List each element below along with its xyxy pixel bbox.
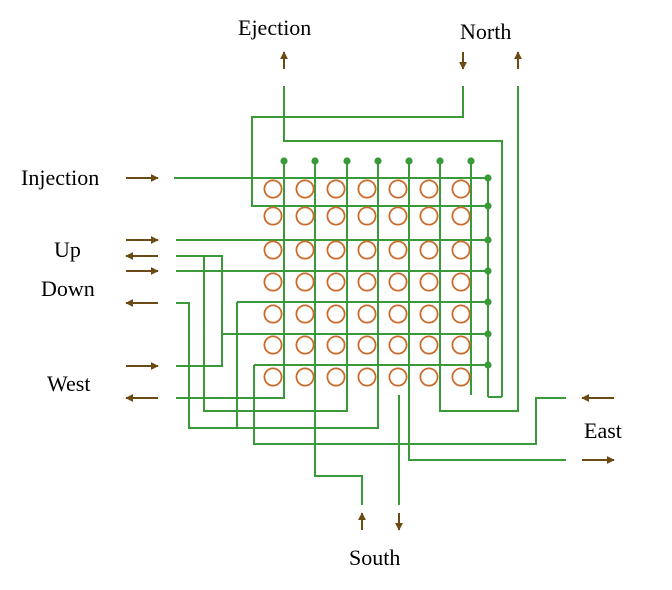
- crosspoint-ring: [295, 367, 315, 387]
- row-tap-dot: [484, 298, 492, 306]
- column-tap-dot: [311, 157, 319, 165]
- crosspoint-ring: [357, 179, 377, 199]
- crosspoint-ring: [451, 206, 471, 226]
- column-tap-dot: [436, 157, 444, 165]
- crossbar-wires: [174, 86, 566, 505]
- crosspoint-ring: [388, 179, 408, 199]
- row-tap-dot: [484, 202, 492, 210]
- route-south-in: [314, 395, 363, 505]
- crosspoint-ring: [419, 272, 439, 292]
- crosspoint-ring: [295, 206, 315, 226]
- route-east-out: [408, 395, 566, 461]
- crosspoint-ring: [357, 206, 377, 226]
- crosspoint-grid: [263, 179, 471, 387]
- crosspoint-ring: [263, 179, 283, 199]
- crosspoint-ring: [326, 335, 346, 355]
- crosspoint-ring: [419, 367, 439, 387]
- route-north-out: [439, 86, 519, 412]
- column-tap-dot: [374, 157, 382, 165]
- crosspoint-ring: [388, 240, 408, 260]
- crosspoint-ring: [451, 272, 471, 292]
- crosspoint-ring: [388, 335, 408, 355]
- crosspoint-ring: [326, 179, 346, 199]
- crosspoint-ring: [419, 304, 439, 324]
- route-east-in: [253, 365, 566, 445]
- route-ejection: [283, 86, 503, 397]
- crosspoint-ring: [388, 206, 408, 226]
- label-north: North: [460, 19, 511, 44]
- crosspoint-ring: [295, 179, 315, 199]
- crosspoint-ring: [326, 272, 346, 292]
- row-tap-dot: [484, 330, 492, 338]
- crosspoint-ring: [295, 240, 315, 260]
- route-up-out: [176, 255, 348, 412]
- crosspoint-ring: [388, 367, 408, 387]
- crosspoint-ring: [263, 335, 283, 355]
- row-tap-dot: [484, 361, 492, 369]
- label-ejection: Ejection: [238, 15, 311, 40]
- crosspoint-ring: [263, 240, 283, 260]
- crosspoint-ring: [451, 367, 471, 387]
- crosspoint-ring: [263, 272, 283, 292]
- label-south: South: [349, 545, 400, 570]
- crosspoint-ring: [263, 367, 283, 387]
- crosspoint-ring: [326, 206, 346, 226]
- column-tap-dot: [280, 157, 288, 165]
- crosspoint-ring: [451, 179, 471, 199]
- label-up: Up: [54, 237, 81, 262]
- crosspoint-ring: [357, 304, 377, 324]
- crosspoint-ring: [419, 335, 439, 355]
- row-tap-dot: [484, 267, 492, 275]
- label-west: West: [47, 371, 90, 396]
- crosspoint-ring: [419, 240, 439, 260]
- route-down-out: [176, 302, 379, 429]
- label-east: East: [584, 418, 622, 443]
- column-tap-dot: [405, 157, 413, 165]
- column-tap-dot: [467, 157, 475, 165]
- crosspoint-ring: [326, 240, 346, 260]
- port-arrows: [125, 51, 615, 531]
- crosspoint-ring: [357, 335, 377, 355]
- crosspoint-ring: [326, 304, 346, 324]
- row-tap-dot: [484, 236, 492, 244]
- route-west-out: [176, 395, 285, 399]
- crosspoint-ring: [357, 272, 377, 292]
- crosspoint-ring: [419, 179, 439, 199]
- column-tap-dot: [343, 157, 351, 165]
- route-west-in: [176, 333, 237, 367]
- crosspoint-ring: [295, 335, 315, 355]
- crosspoint-ring: [295, 272, 315, 292]
- crosspoint-ring: [388, 304, 408, 324]
- junction-dots: [280, 157, 492, 369]
- crosspoint-ring: [263, 206, 283, 226]
- crosspoint-ring: [388, 272, 408, 292]
- row-tap-dot: [484, 174, 492, 182]
- label-injection: Injection: [21, 165, 99, 190]
- crosspoint-ring: [326, 367, 346, 387]
- route-north-in: [251, 86, 464, 207]
- crosspoint-ring: [419, 206, 439, 226]
- crosspoint-ring: [451, 335, 471, 355]
- crosspoint-ring: [295, 304, 315, 324]
- crosspoint-ring: [451, 304, 471, 324]
- crosspoint-ring: [357, 367, 377, 387]
- crosspoint-ring: [357, 240, 377, 260]
- crosspoint-ring: [263, 304, 283, 324]
- route-feeder: [204, 255, 223, 365]
- label-down: Down: [41, 276, 95, 301]
- crosspoint-ring: [451, 240, 471, 260]
